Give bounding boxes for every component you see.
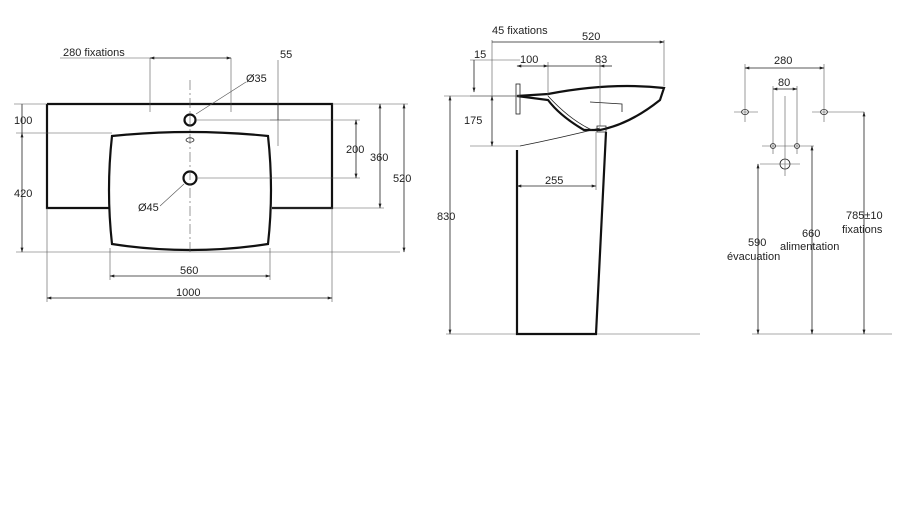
counter-outline [45, 102, 334, 210]
side-dim-100: 100 [520, 54, 538, 66]
basin-bowl [107, 130, 273, 252]
side-view: 45 fixations 520 15 100 83 175 255 830 [437, 25, 700, 336]
dim-200: 200 [346, 144, 364, 156]
side-dim-15: 15 [474, 49, 486, 61]
dim-560: 560 [180, 265, 198, 277]
front-view: 280 fixations 55 Ø35 100 420 200 360 520… [14, 47, 411, 302]
dim-55: 55 [280, 49, 292, 61]
alim-label: alimentation [780, 241, 839, 253]
dim-100: 100 [14, 115, 32, 127]
side-dim-83: 83 [595, 54, 607, 66]
wall-view: 280 80 590 évacuation 660 alimentation 7… [727, 55, 892, 335]
wall-dim-80: 80 [778, 77, 790, 89]
side-dim-175: 175 [464, 115, 482, 127]
side-dim-255: 255 [545, 175, 563, 187]
side-fixations-label: 45 fixations [492, 25, 548, 37]
dim-520: 520 [393, 173, 411, 185]
basin-profile [516, 84, 666, 132]
side-dim-830: 830 [437, 211, 455, 223]
side-dim-520: 520 [582, 31, 600, 43]
fix-value: 785±10 [846, 210, 883, 222]
evac-label: évacuation [727, 251, 780, 263]
dim-1000: 1000 [176, 287, 200, 299]
front-fixations-label: 280 fixations [63, 47, 125, 59]
wall-dim-280: 280 [774, 55, 792, 67]
dim-420: 420 [14, 188, 32, 200]
evac-value: 590 [748, 237, 766, 249]
pedestal [515, 131, 608, 336]
dia-35: Ø35 [246, 73, 267, 85]
alim-value: 660 [802, 228, 820, 240]
dia-45: Ø45 [138, 202, 159, 214]
fix-label: fixations [842, 224, 883, 236]
dim-360: 360 [370, 152, 388, 164]
